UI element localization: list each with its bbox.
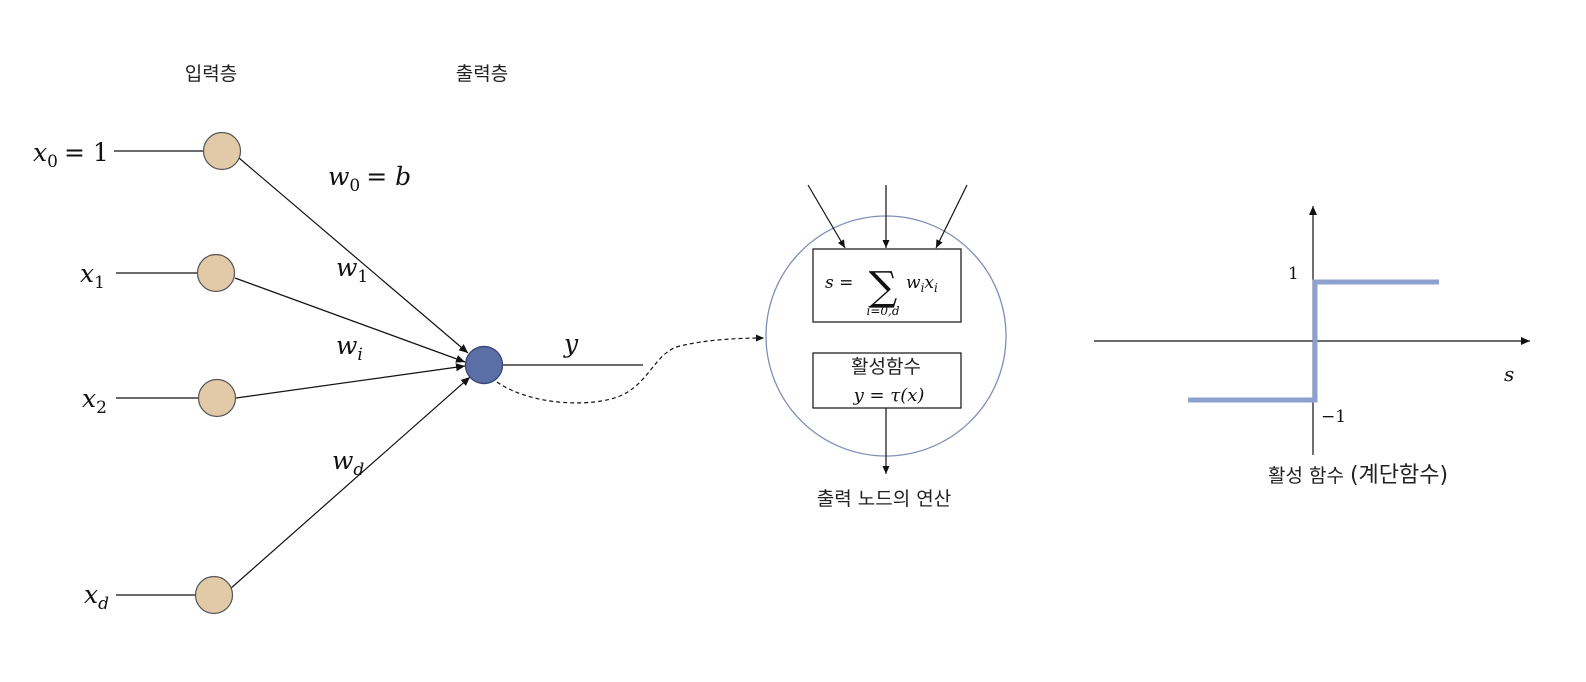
activation-formula: y = τ(x): [853, 385, 925, 406]
edge-w0: [238, 157, 469, 354]
step-axis-label-s: s: [1504, 362, 1514, 386]
output-layer-title: 출력층: [456, 63, 508, 85]
input-layer-title: 입력층: [185, 63, 237, 85]
label-y: y: [563, 329, 579, 358]
output-node: [464, 345, 504, 385]
label-x2: x2: [82, 384, 107, 418]
step-label-one: 1: [1288, 264, 1299, 284]
input-node-xd: [194, 575, 234, 615]
sum-limits: i=0,d: [866, 304, 899, 318]
step-label-neg-one: −1: [1321, 407, 1346, 427]
zoom-input-arrow-right: [935, 184, 968, 249]
edge-wd: [229, 376, 471, 590]
label-w0: w0= b: [328, 162, 411, 196]
edge-wi: [235, 363, 466, 399]
label-wi: wi: [336, 331, 363, 365]
edge-w1: [234, 277, 466, 363]
activation-caption: 활성 함수(계단함수): [1268, 463, 1448, 488]
activation-box-title: 활성함수: [851, 356, 921, 378]
weighted-sum-box: [812, 248, 962, 323]
sum-symbol: ∑: [869, 264, 898, 310]
input-node-x1: [196, 253, 236, 293]
output-node-op-caption: 출력 노드의 연산: [817, 488, 951, 510]
label-x1: x1: [80, 259, 105, 293]
input-node-x0: [202, 131, 242, 171]
input-node-x2: [197, 378, 237, 418]
label-x0: x0= 1: [33, 138, 109, 172]
sum-term: wixi: [906, 273, 938, 295]
zoom-connector: [496, 334, 765, 404]
label-w1: w1: [336, 253, 368, 287]
label-wd: wd: [332, 446, 364, 480]
zoom-input-arrow-left: [807, 184, 846, 249]
sum-lhs: s =: [825, 273, 853, 293]
label-xd: xd: [84, 580, 109, 614]
activation-box: [812, 352, 962, 409]
step-function-line: [1188, 279, 1439, 403]
